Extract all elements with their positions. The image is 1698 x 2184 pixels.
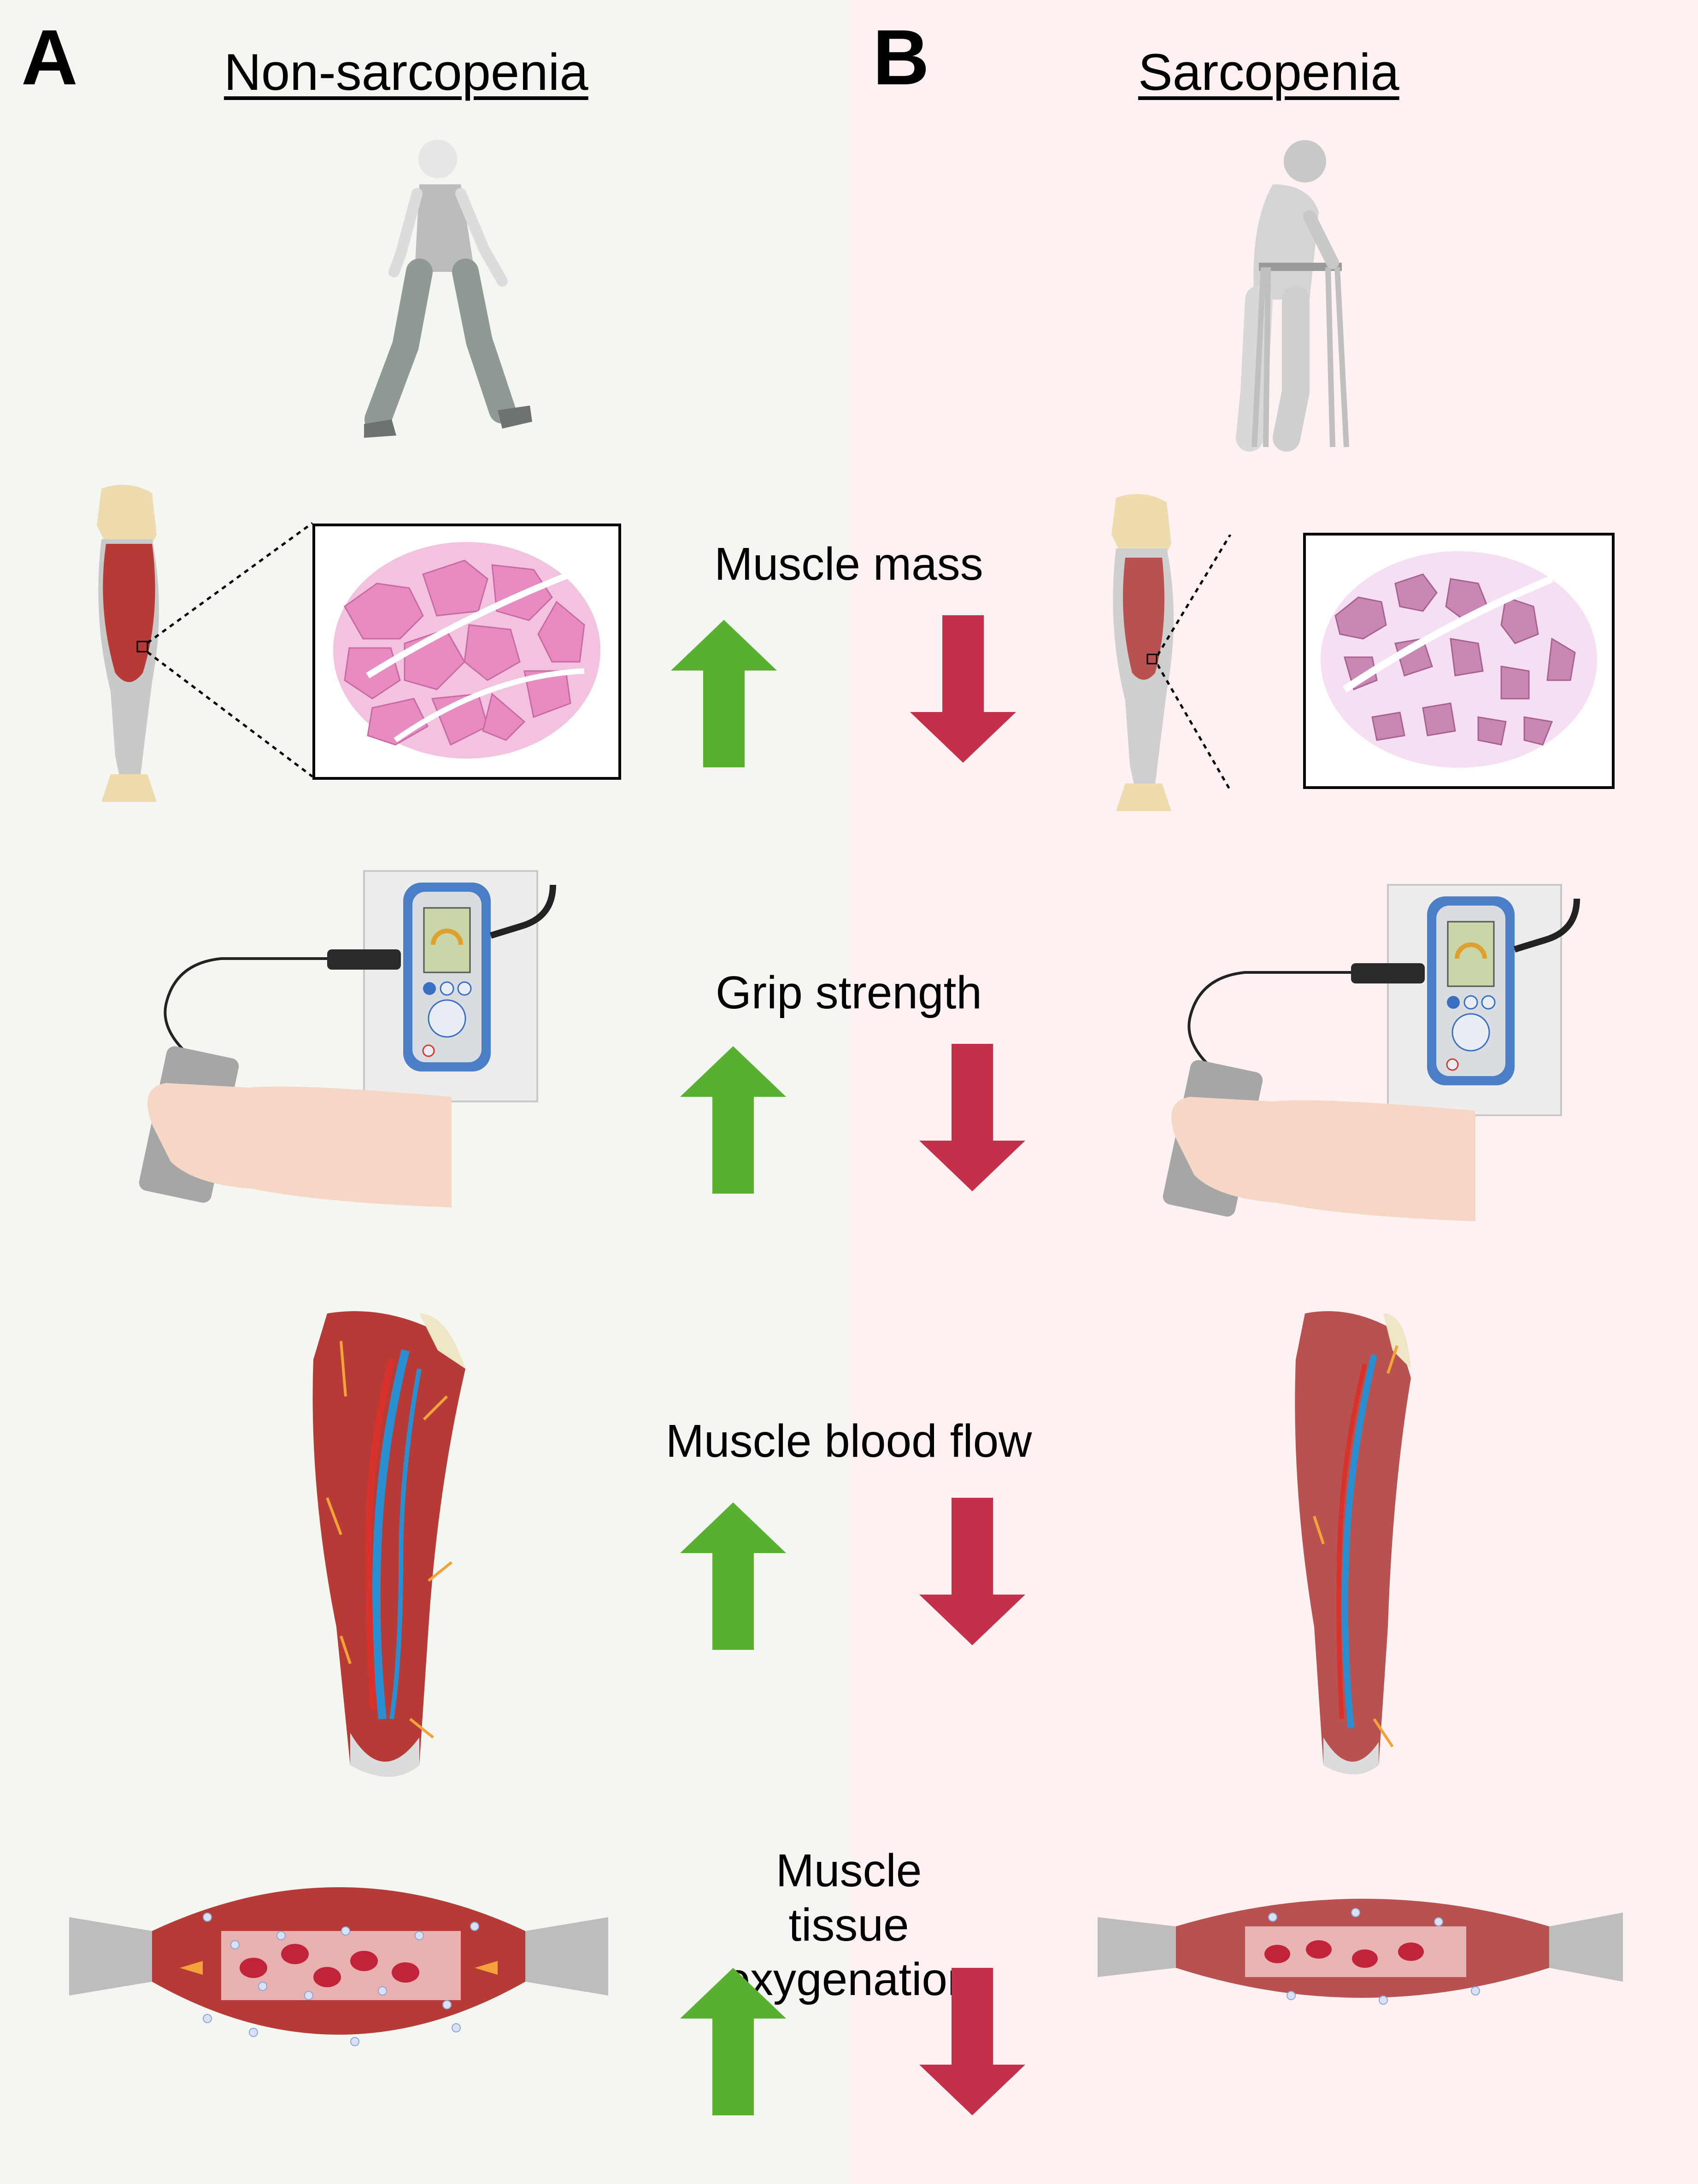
lower-leg-muscle-icon-b bbox=[1111, 494, 1174, 811]
panel-sarcopenia: B Sarcopenia bbox=[849, 0, 1698, 2184]
muscle-cross-section-icon-b bbox=[1303, 533, 1615, 789]
down-arrow-muscle-tissue-oxygenation bbox=[919, 1968, 1025, 2115]
muscle-oxygenation-icon bbox=[69, 1887, 608, 2046]
elderly-walker-icon bbox=[1236, 140, 1349, 452]
panel-letter-b: B bbox=[873, 14, 929, 101]
hand-dynamometer-icon-b bbox=[1163, 884, 1580, 1221]
zoom-lines bbox=[147, 522, 313, 777]
walking-person-icon bbox=[364, 140, 532, 438]
row-label-muscle-tissue-oxygenation: Muscle tissue oxygenation bbox=[724, 1845, 973, 2005]
down-arrow-muscle-mass bbox=[910, 615, 1016, 763]
panel-letter-a: A bbox=[21, 14, 78, 101]
hand-dynamometer-icon bbox=[139, 870, 556, 1207]
panel-title-non-sarcopenia: Non-sarcopenia bbox=[224, 43, 588, 101]
leg-vasculature-icon bbox=[312, 1311, 465, 1777]
up-arrow-muscle-tissue-oxygenation bbox=[680, 1968, 786, 2115]
row-label-grip-strength: Grip strength bbox=[715, 967, 982, 1018]
row-label-muscle-blood-flow: Muscle blood flow bbox=[665, 1415, 1032, 1467]
lower-leg-muscle-icon bbox=[97, 485, 159, 802]
panel-title-sarcopenia: Sarcopenia bbox=[1138, 43, 1399, 101]
muscle-oxygenation-icon-b bbox=[1098, 1899, 1623, 2005]
leg-vasculature-icon-b bbox=[1295, 1311, 1411, 1774]
up-arrow-muscle-blood-flow bbox=[680, 1502, 786, 1650]
down-arrow-grip-strength bbox=[919, 1044, 1025, 1191]
muscle-cross-section-icon bbox=[312, 524, 621, 780]
up-arrow-grip-strength bbox=[680, 1046, 786, 1194]
up-arrow-muscle-mass bbox=[671, 620, 777, 767]
zoom-lines-b bbox=[1157, 535, 1231, 791]
row-label-muscle-mass: Muscle mass bbox=[714, 538, 983, 590]
down-arrow-muscle-blood-flow bbox=[919, 1498, 1025, 1645]
